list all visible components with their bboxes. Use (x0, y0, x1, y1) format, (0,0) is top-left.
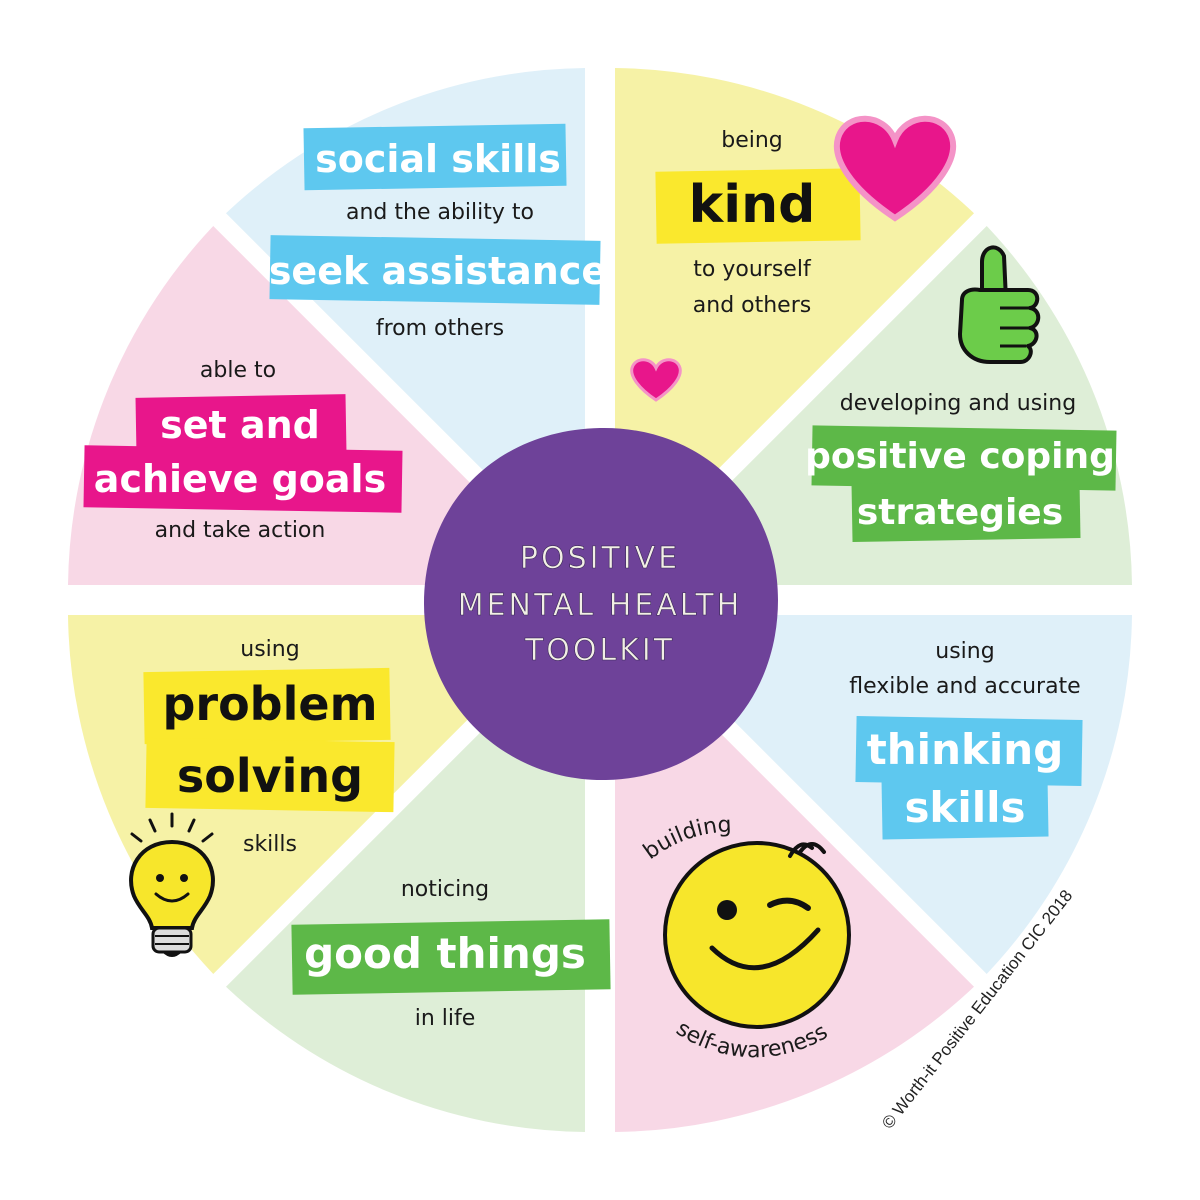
hub-title-line2: MENTAL HEALTH (458, 588, 743, 623)
flexible-accurate-text: flexible and accurate (849, 674, 1080, 699)
achieve-goals-highlight (83, 445, 403, 513)
social-skills-label: social skills (315, 137, 561, 181)
heart-icon (833, 115, 957, 222)
strategies-highlight (851, 480, 1081, 542)
solving-label: solving (177, 749, 363, 803)
segment-kind: being kind to yourself and others (630, 115, 957, 402)
small-heart-icon (630, 358, 682, 402)
skills-label: skills (904, 783, 1025, 832)
noticing-text: noticing (401, 877, 489, 902)
good-things-highlight (291, 919, 611, 995)
segment-thinking: using flexible and accurate thinking ski… (849, 639, 1083, 840)
developing-using-text: developing and using (840, 391, 1076, 416)
to-yourself-text: to yourself (693, 257, 812, 282)
set-and-highlight (135, 394, 347, 456)
problem-using-text: using (240, 637, 299, 662)
seek-assistance-highlight (269, 235, 601, 305)
positive-coping-label: positive coping (805, 436, 1115, 477)
center-hub: POSITIVE MENTAL HEALTH TOOLKIT (424, 427, 778, 781)
good-things-label: good things (304, 929, 586, 978)
kind-label: kind (689, 175, 816, 235)
segment-social-bg (220, 68, 585, 585)
center-hub-blob (424, 427, 778, 781)
from-others-text: from others (376, 316, 504, 341)
kind-highlight (655, 168, 861, 244)
able-to-text: able to (200, 358, 276, 383)
hub-title-line1: POSITIVE (520, 541, 680, 576)
hub-title-line3: TOOLKIT (524, 633, 675, 668)
thinking-using-text: using (935, 639, 994, 664)
segment-good-bg (220, 615, 585, 1132)
set-and-label: set and (160, 403, 320, 447)
and-others-text: and others (693, 293, 811, 318)
thumbs-up-icon (958, 245, 1041, 364)
segment-coping: developing and using positive coping str… (805, 245, 1117, 542)
strategies-label: strategies (857, 492, 1063, 533)
winking-smiley-icon (663, 841, 851, 1029)
segment-social: social skills and the ability to seek as… (269, 123, 607, 341)
solving-highlight (145, 737, 395, 813)
social-skills-highlight (303, 123, 567, 191)
thinking-label: thinking (867, 725, 1064, 774)
take-action-text: and take action (155, 518, 326, 543)
light-bulb-icon (129, 812, 215, 957)
problem-skills-text: skills (243, 832, 297, 857)
segment-good: noticing good things in life (291, 877, 611, 1031)
social-ability-text: and the ability to (346, 200, 534, 225)
thinking-highlight (855, 716, 1083, 786)
achieve-goals-label: achieve goals (94, 457, 386, 501)
problem-highlight (143, 667, 391, 745)
problem-label: problem (162, 677, 377, 731)
seek-assistance-label: seek assistance (269, 249, 607, 293)
in-life-text: in life (415, 1006, 476, 1031)
being-text: being (721, 128, 783, 153)
segment-problem: using problem solving skills (129, 637, 395, 957)
segment-goals: able to set and achieve goals and take a… (83, 358, 403, 543)
skills-highlight (881, 774, 1049, 840)
positive-coping-highlight (811, 425, 1117, 491)
